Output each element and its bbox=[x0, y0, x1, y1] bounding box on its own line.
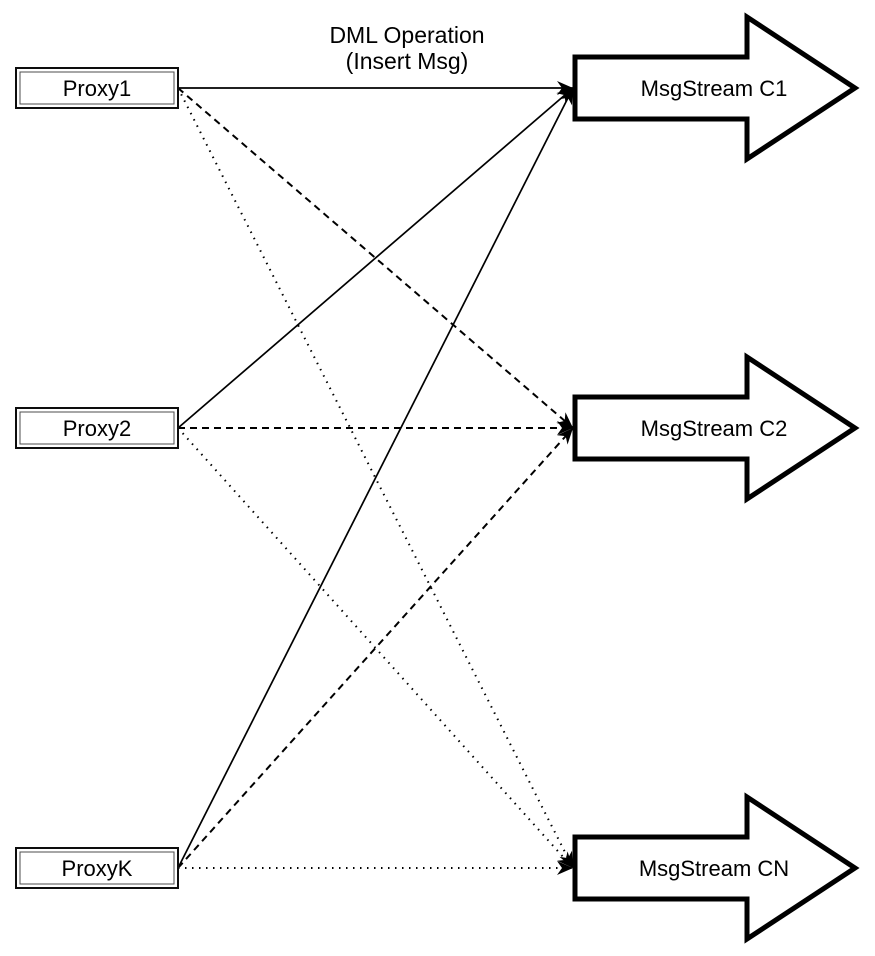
msgstream-c1-label: MsgStream C1 bbox=[641, 76, 788, 101]
edge-proxy1-msgstream-cn bbox=[177, 87, 574, 869]
proxy2-label: Proxy2 bbox=[63, 416, 131, 441]
edge-proxyk-msgstream-c2 bbox=[177, 427, 574, 869]
msgstream-cn-node: MsgStream CN bbox=[572, 792, 860, 944]
edge-proxy2-msgstream-cn bbox=[177, 427, 574, 869]
msgstream-c2-node: MsgStream C2 bbox=[572, 352, 860, 504]
msgstream-c2-label: MsgStream C2 bbox=[641, 416, 788, 441]
proxyk-box-inner-border bbox=[19, 851, 175, 885]
proxy2-box-inner-border bbox=[19, 411, 175, 445]
proxyk-label: ProxyK bbox=[62, 856, 133, 881]
diagram-title-line1: DML Operation bbox=[329, 22, 484, 48]
proxy2-box bbox=[15, 407, 179, 449]
proxy2-node: Proxy2 bbox=[15, 407, 179, 449]
edge-proxy1-msgstream-c2 bbox=[177, 87, 574, 429]
msgstream-c1-arrow-shape bbox=[572, 12, 860, 164]
proxy1-node: Proxy1 bbox=[15, 67, 179, 109]
edge-proxy2-msgstream-c1 bbox=[177, 87, 574, 429]
diagram-title-line2: (Insert Msg) bbox=[346, 48, 469, 74]
proxy1-box-inner-border bbox=[19, 71, 175, 105]
proxyk-box bbox=[15, 847, 179, 889]
msgstream-cn-label: MsgStream CN bbox=[639, 856, 789, 881]
msgstream-c2-arrow-shape bbox=[572, 352, 860, 504]
msgstream-c1-node: MsgStream C1 bbox=[572, 12, 860, 164]
proxy1-box bbox=[15, 67, 179, 109]
proxyk-node: ProxyK bbox=[15, 847, 179, 889]
edge-proxyk-msgstream-c1 bbox=[177, 87, 574, 869]
msgstream-cn-arrow-shape bbox=[572, 792, 860, 944]
proxy1-label: Proxy1 bbox=[63, 76, 131, 101]
